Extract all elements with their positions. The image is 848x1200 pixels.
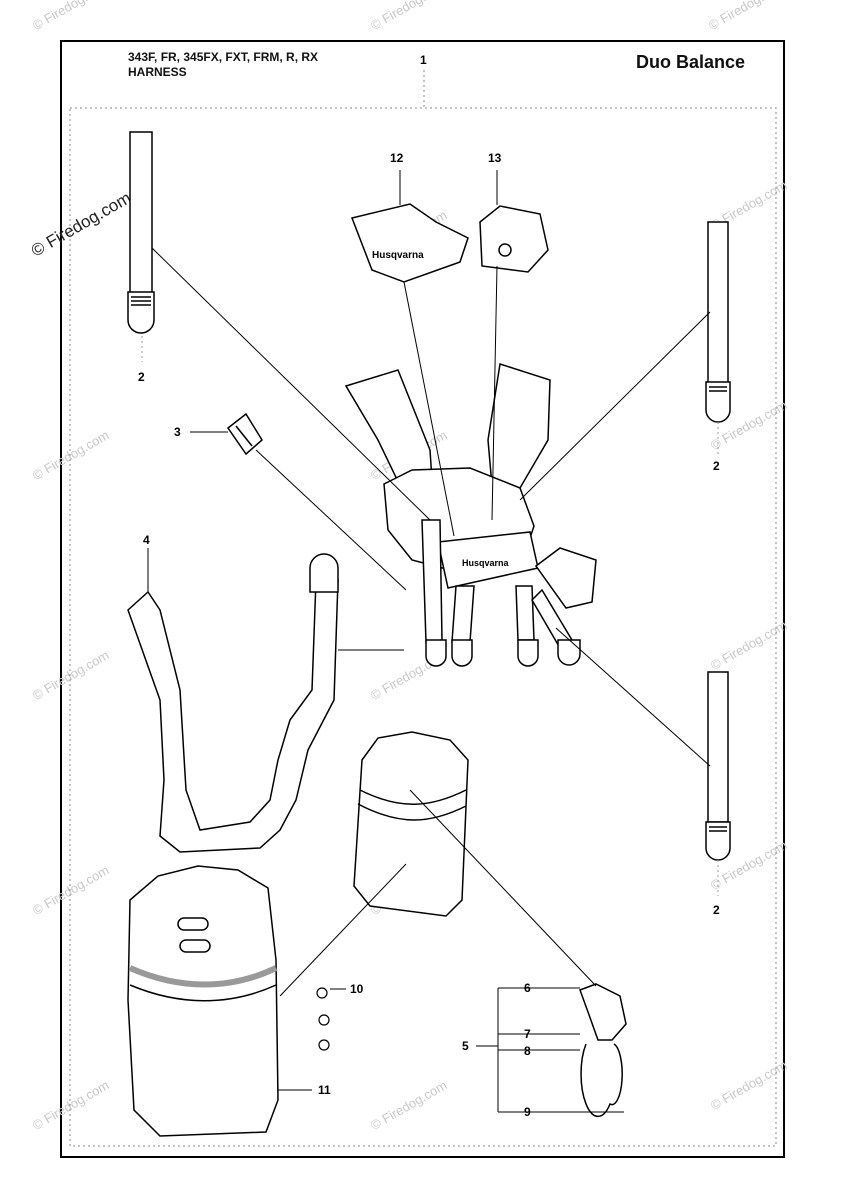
brand-label: Husqvarna xyxy=(462,558,510,568)
brand-label: Husqvarna xyxy=(372,250,424,261)
leader-3b xyxy=(255,449,407,591)
callout-2: 2 xyxy=(138,370,145,384)
callout-13: 13 xyxy=(488,151,502,165)
waist-belt-part-4 xyxy=(127,553,339,853)
model-list: 343F, FR, 345FX, FXT, FRM, R, RX xyxy=(128,50,319,64)
shoulder-pad-part-12: Husqvarna xyxy=(350,203,469,283)
callout-7: 7 xyxy=(524,1027,531,1041)
hook-assembly xyxy=(579,983,627,1118)
callout-5: 5 xyxy=(462,1039,469,1053)
strap-part-2-top-left xyxy=(127,131,155,334)
callout-11: 11 xyxy=(318,1083,331,1097)
assembly-boundary xyxy=(69,107,777,1147)
diagram-frame xyxy=(60,40,785,1158)
callout-12: 12 xyxy=(390,151,404,165)
callout-4: 4 xyxy=(143,533,150,547)
screw-part-10 xyxy=(316,987,330,1051)
hip-pad xyxy=(353,731,469,917)
leader-lines xyxy=(151,247,711,767)
callout-2: 2 xyxy=(713,459,720,473)
hook-bracket-lines xyxy=(476,987,624,1113)
harness-body: Husqvarna xyxy=(344,363,597,667)
leader-11b xyxy=(279,863,407,997)
assembly-name: HARNESS xyxy=(128,65,187,79)
callout-10: 10 xyxy=(350,982,364,996)
hip-cushion-part-11 xyxy=(127,865,279,1137)
strap-part-2-right-bottom xyxy=(705,671,731,861)
callout-1: 1 xyxy=(420,53,427,67)
callout-2: 2 xyxy=(713,903,720,917)
callout-3: 3 xyxy=(174,425,181,439)
page-title: Duo Balance xyxy=(636,52,746,72)
callout-6: 6 xyxy=(524,981,531,995)
strap-part-2-right-top xyxy=(705,221,731,423)
callout-9: 9 xyxy=(524,1105,531,1119)
buckle-part-3 xyxy=(226,412,263,456)
callout-8: 8 xyxy=(524,1044,531,1058)
leader-hook xyxy=(409,789,597,987)
shoulder-pad-part-13 xyxy=(479,205,549,273)
